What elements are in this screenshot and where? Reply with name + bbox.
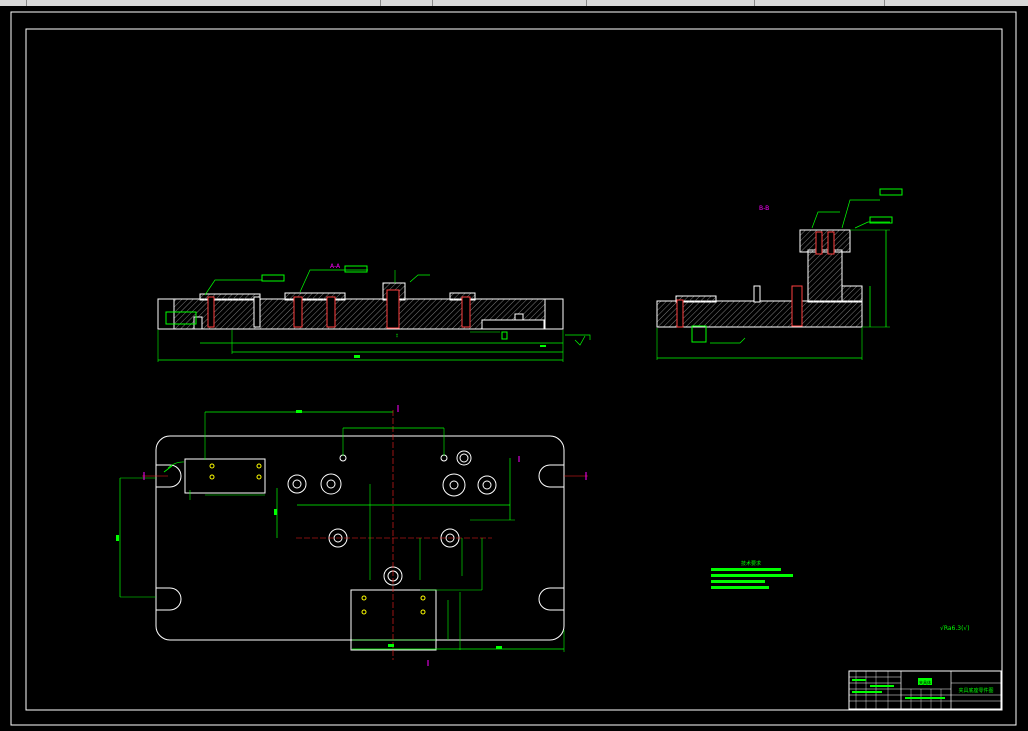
toolbar-segment[interactable]: [586, 0, 755, 6]
title-block-part-title: 夹具底座零件图: [958, 687, 993, 694]
technical-requirements: 技术要求: [711, 560, 793, 589]
section-view-a-a: ‡ A-A: [157, 263, 591, 362]
sheet-outer-border: [10, 11, 1017, 726]
toolbar-segment[interactable]: [0, 0, 27, 6]
toolbar-segment[interactable]: [432, 0, 587, 6]
tech-req-title: 技术要求: [741, 560, 761, 567]
title-block-drawing-name: 夹具体: [919, 679, 931, 685]
app-toolbar-strip: [0, 0, 1028, 6]
toolbar-segment[interactable]: [26, 0, 381, 6]
view-label-b-b: B-B: [759, 205, 769, 212]
dim-text-small: ‡: [396, 333, 398, 338]
toolbar-segment[interactable]: [380, 0, 433, 6]
roughness-note: √Ra6.3(√): [940, 625, 970, 632]
plan-view: [116, 405, 588, 666]
section-view-b-b: B-B: [656, 188, 903, 360]
toolbar-segment[interactable]: [754, 0, 885, 6]
sheet-inner-frame: [25, 28, 1003, 711]
title-block: 夹具体 夹具底座零件图: [848, 670, 1002, 710]
view-label-a-a: A-A: [330, 263, 341, 270]
